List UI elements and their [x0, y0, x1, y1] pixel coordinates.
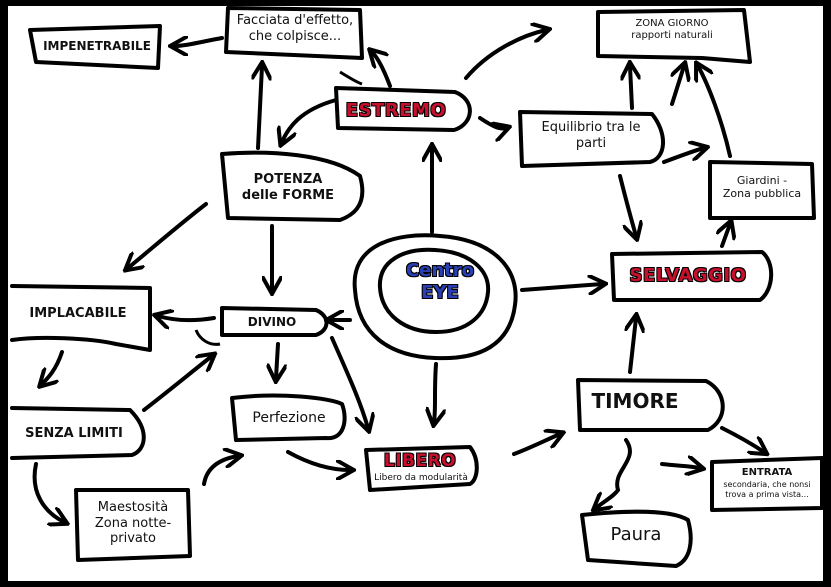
- entrata-sub-label: secondaria, che nonsi trova a prima vist…: [723, 480, 811, 499]
- potenza-box: [220, 150, 365, 222]
- paper-background: [8, 6, 823, 581]
- arrow-divino-libero: [330, 336, 368, 428]
- zona-giorno-label: ZONA GIORNO rapporti naturali: [631, 18, 713, 41]
- arrow-equilibrio-giardini: [662, 148, 704, 164]
- perfezione-box: [230, 393, 347, 442]
- perfezione-label: Perfezione: [252, 410, 326, 426]
- equilibrio-box: [518, 110, 666, 168]
- impenetrabile-box: [28, 24, 162, 70]
- selvaggio-label: SELVAGGIO: [629, 265, 747, 286]
- arrow-divino-implacabile: [158, 316, 216, 320]
- arrow-potenza-facciata: [258, 66, 262, 150]
- arrow-centro-libero: [434, 362, 436, 422]
- arrow-potenza-left: [128, 202, 208, 268]
- arrow-estremo-up: [372, 52, 392, 88]
- implacabile-label: IMPLACABILE: [29, 306, 127, 321]
- arrow-equilibrio-selvaggio: [618, 174, 636, 236]
- centro-outer-ring: [352, 233, 518, 361]
- libero-label: LIBERO: [383, 451, 457, 471]
- arrow-estremo-equilibrio: [478, 116, 506, 129]
- arrow-timore-paura: [596, 438, 632, 508]
- impenetrabile-label: IMPENETRABILE: [43, 39, 151, 53]
- paura-label: Paura: [610, 524, 662, 545]
- centro-inner-ring: [377, 247, 491, 334]
- arrow-timore-entrata: [720, 426, 764, 452]
- arrow-perfezione-libero: [286, 450, 350, 470]
- maestosita-label: Maestosità Zona notte- privato: [94, 500, 172, 547]
- entrata-title-label: ENTRATA: [741, 467, 793, 478]
- arrow-maestosita-up: [202, 456, 238, 486]
- arrow-senza-maestosita: [32, 462, 64, 522]
- arrow-divino-perfezione: [276, 342, 278, 378]
- senza-limiti-box: [10, 406, 146, 460]
- facciata-box: [224, 6, 364, 60]
- libero-sub-label: Libero da modularità: [374, 473, 468, 483]
- arrow-implacabile-senza: [42, 350, 64, 384]
- arrow-selvaggio-giardini: [722, 224, 730, 248]
- implacabile-box: [10, 284, 152, 352]
- estremo-label: ESTREMO: [345, 100, 447, 121]
- equilibrio-label: Equilibrio tra le parti: [541, 120, 641, 151]
- zona-giorno-box: [596, 8, 752, 64]
- arrow-libero-timore: [512, 434, 560, 456]
- paura-box: [580, 509, 693, 568]
- giardini-box: [708, 160, 816, 220]
- arrow-timore-entrata-2: [660, 464, 700, 468]
- divino-label: DIVINO: [247, 315, 297, 329]
- senza-limiti-label: SENZA LIMITI: [25, 426, 123, 441]
- timore-label: TIMORE: [591, 389, 679, 413]
- arrow-equilibrio-zonagiorno: [630, 66, 632, 110]
- selvaggio-box: [610, 250, 774, 302]
- arrow-centro-selvaggio: [520, 284, 602, 290]
- timore-box: [576, 378, 725, 432]
- arrow-estremo-zonagiorno: [464, 30, 546, 80]
- centro-label: Centro EYE: [405, 260, 475, 303]
- giardini-label: Giardini - Zona pubblica: [722, 174, 802, 201]
- arrow-zonagiorno-up: [670, 66, 684, 106]
- facciata-label: Facciata d'effetto, che colpisce...: [236, 13, 354, 44]
- maestosita-box: [74, 488, 192, 562]
- estremo-box: [334, 86, 472, 132]
- potenza-label: POTENZA delle FORME: [241, 172, 335, 203]
- libero-box: [364, 445, 479, 492]
- arrow-senza-up: [142, 356, 212, 412]
- arrow-facciata-impenetrabile: [174, 38, 224, 46]
- arrow-estremo-potenza: [282, 98, 338, 142]
- entrata-box: [710, 456, 824, 512]
- arrow-giardini-zonagiorno: [698, 66, 732, 158]
- arrow-timore-selvaggio: [630, 318, 636, 374]
